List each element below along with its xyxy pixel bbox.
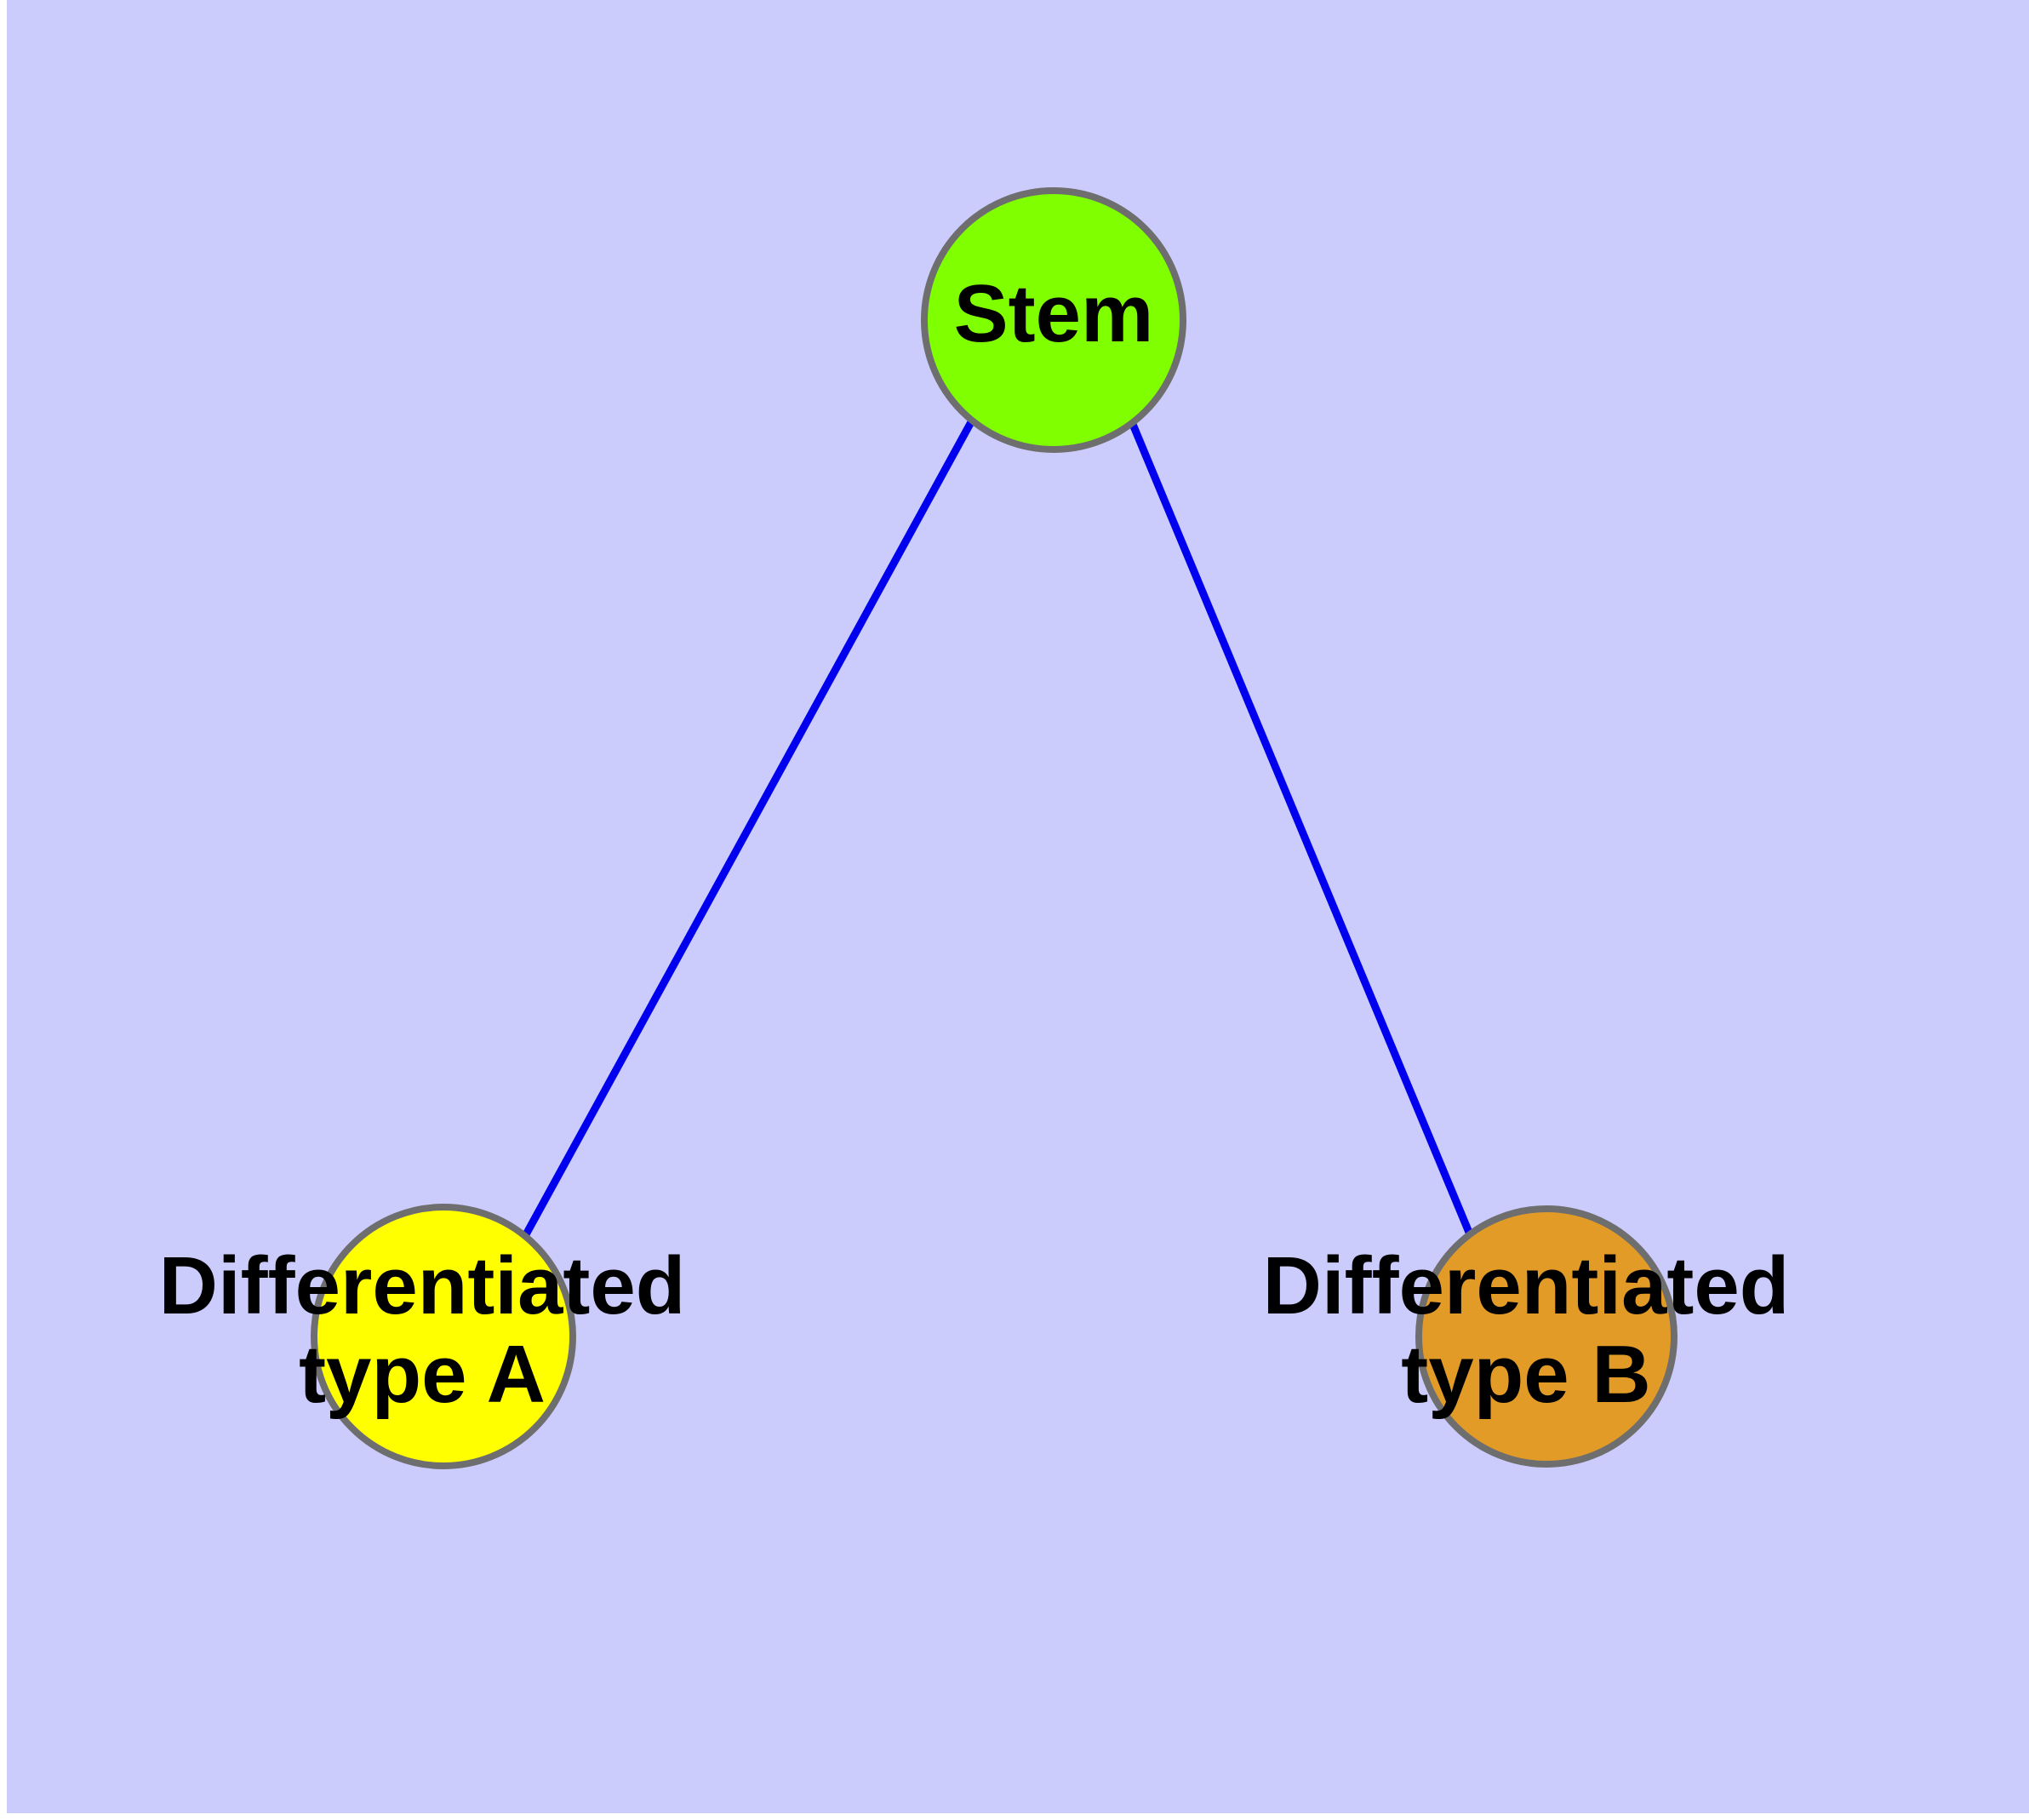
graph-node-label-line: Differentiated (1263, 1240, 1790, 1331)
graph-node-label-stem: Stem (954, 268, 1154, 359)
graph-node-label-line: Differentiated (159, 1240, 686, 1331)
graph-edge-stem-to-diff-b[interactable] (1128, 421, 1474, 1236)
node-layer (311, 187, 1677, 1469)
graph-node-label-line: type A (299, 1329, 546, 1420)
edge-layer (522, 418, 1474, 1239)
graph-edge-stem-to-diff-a[interactable] (522, 418, 975, 1239)
graph-node-stem[interactable] (921, 187, 1186, 453)
graph-node-diff_a[interactable] (311, 1204, 576, 1469)
graph-node-label-line: Stem (954, 268, 1154, 359)
graph-node-label-line: type B (1401, 1329, 1650, 1420)
graph-node-diff_b[interactable] (1415, 1205, 1677, 1468)
